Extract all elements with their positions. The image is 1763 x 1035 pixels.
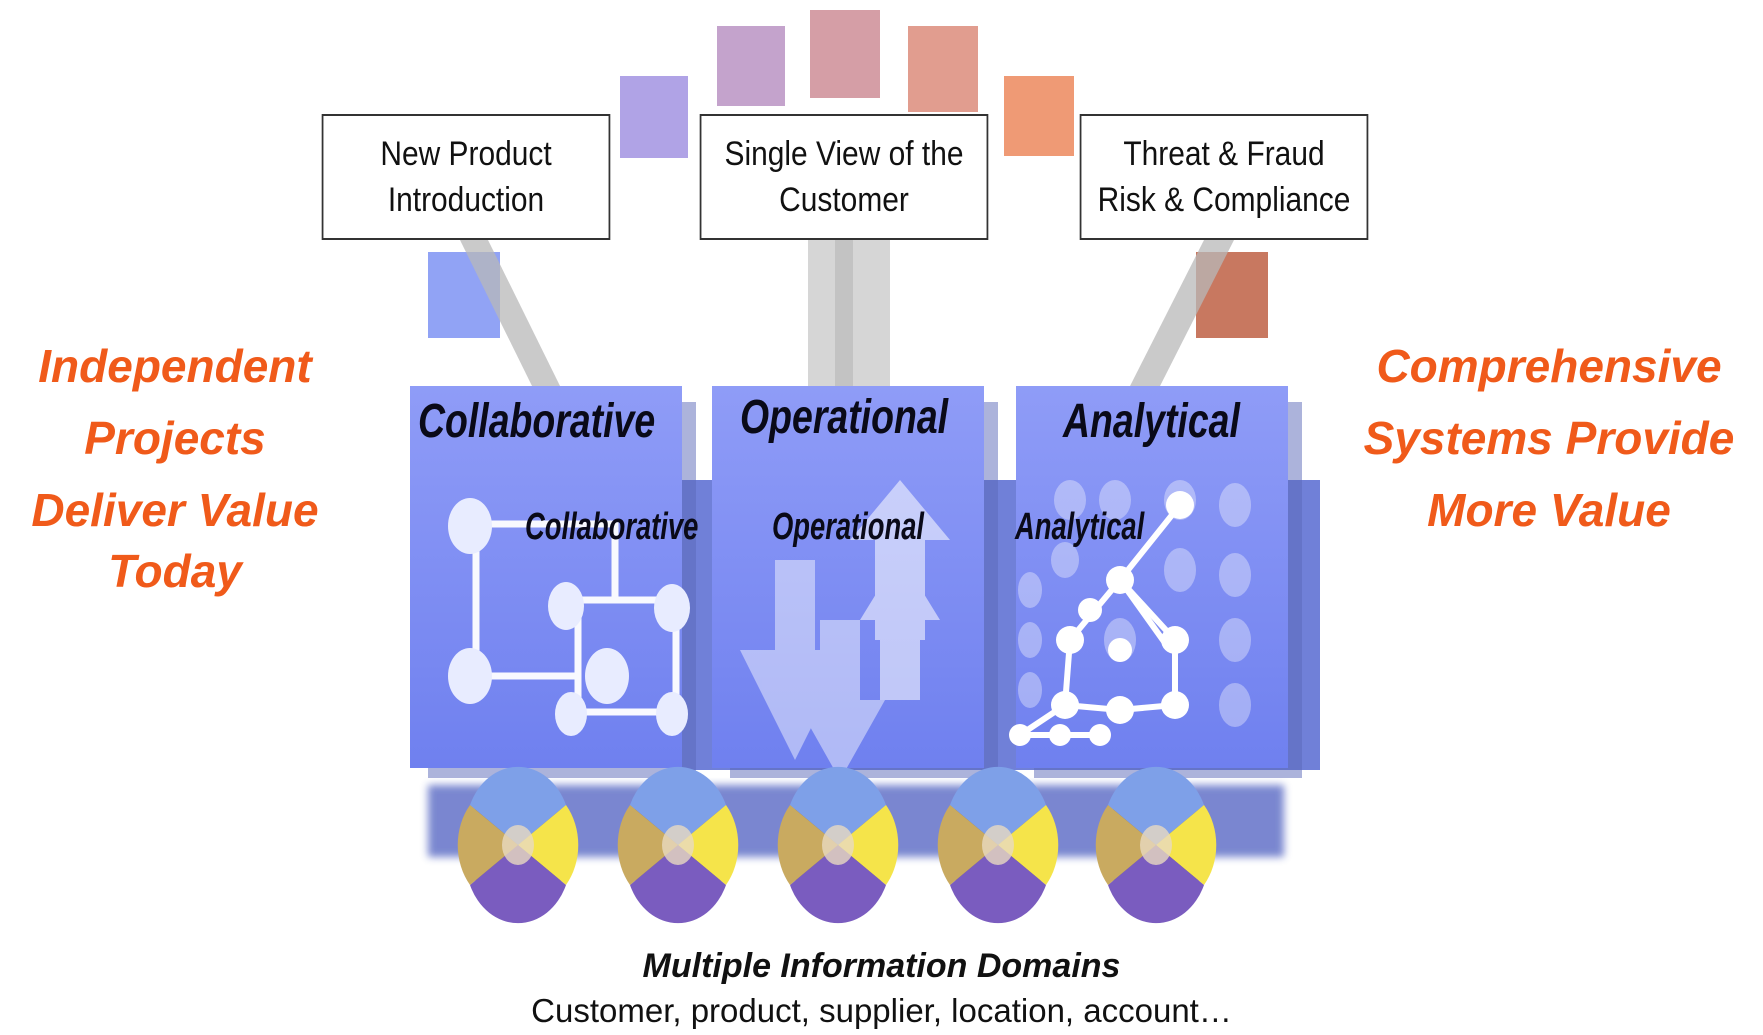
- project-box-line: Introduction: [387, 181, 545, 219]
- domain-wheel-2: [617, 766, 739, 924]
- right-message-line: Comprehensive: [1376, 340, 1722, 392]
- panel-subtitle-operational: Operational: [772, 506, 925, 548]
- project-box-line: Customer: [779, 181, 909, 219]
- left-beam: [460, 240, 562, 390]
- panel-operational: [712, 386, 998, 780]
- panel-subtitle-collaborative: Collaborative: [525, 506, 699, 548]
- domain-wheel-4: [937, 766, 1059, 924]
- project-box-line: Risk & Compliance: [1097, 181, 1351, 219]
- right-message: Comprehensive Systems Provide More Value: [1335, 330, 1763, 546]
- center-beam-stripe: [835, 240, 853, 390]
- domains-subtitle: Customer, product, supplier, location, a…: [531, 992, 1232, 1029]
- right-message-line: More Value: [1427, 484, 1671, 536]
- panel-title-analytical: Analytical: [1063, 395, 1240, 448]
- domains-title: Multiple Information Domains: [642, 947, 1121, 985]
- left-message-line: Projects: [84, 412, 266, 464]
- project-box-threat-fraud-risk: Threat & Fraud Risk & Compliance: [1079, 114, 1369, 240]
- project-box-single-view-customer: Single View of the Customer: [699, 114, 989, 240]
- panel-analytical: [1009, 386, 1302, 778]
- domain-wheel-5: [1095, 766, 1217, 924]
- panel-collaborative: [410, 386, 696, 778]
- panel-title-collaborative: Collaborative: [418, 395, 656, 448]
- arc-square-2: [717, 26, 785, 106]
- left-message-line: Today: [108, 545, 242, 597]
- project-box-line: Single View of the: [724, 135, 964, 173]
- arc-square-4: [908, 26, 978, 112]
- project-box-line: Threat & Fraud: [1123, 135, 1325, 173]
- domain-wheel-3: [777, 766, 899, 924]
- right-message-line: Systems Provide: [1363, 412, 1735, 464]
- domains-caption: Multiple Information Domains Customer, p…: [0, 946, 1763, 1032]
- domain-wheel-1: [457, 766, 579, 924]
- panel-subtitle-analytical: Analytical: [1015, 506, 1145, 548]
- project-box-new-product-introduction: New Product Introduction: [321, 114, 611, 240]
- domain-wheels: [457, 766, 1217, 924]
- panel-title-operational: Operational: [740, 391, 949, 444]
- connector-beams: [460, 240, 1234, 390]
- left-message: Independent Projects Deliver Value Today: [0, 330, 350, 596]
- left-message-line: Independent: [38, 340, 312, 392]
- project-box-line: New Product: [380, 135, 552, 173]
- arc-square-1: [620, 76, 688, 158]
- right-beam: [1128, 240, 1234, 390]
- left-message-line: Deliver Value: [31, 484, 319, 536]
- arc-square-5: [1004, 76, 1074, 156]
- arc-square-3: [810, 10, 880, 98]
